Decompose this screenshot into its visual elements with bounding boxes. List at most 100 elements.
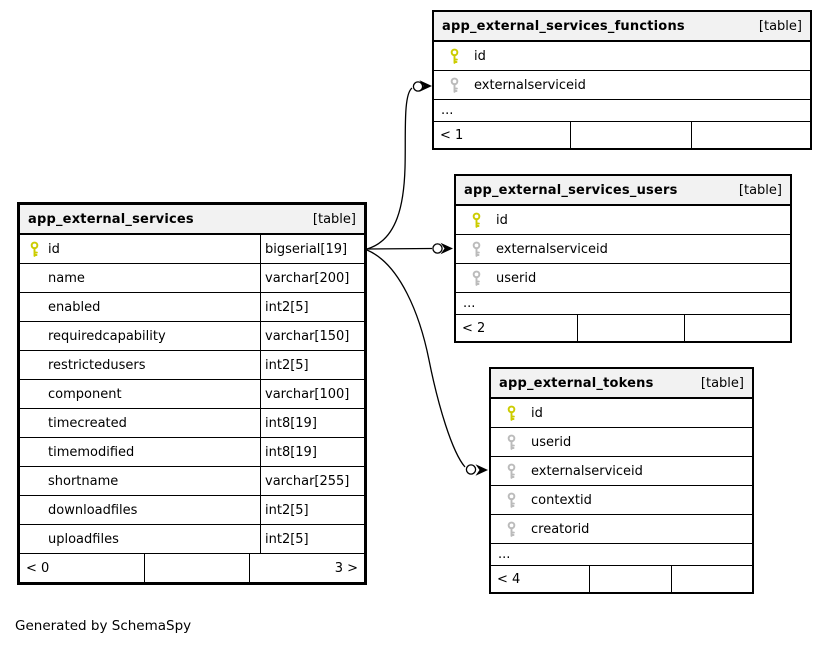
column-row-externalserviceid: externalserviceid xyxy=(491,457,752,486)
column-row-restrictedusers: restrictedusers int2[5] xyxy=(20,351,364,380)
column-name: restrictedusers xyxy=(48,357,146,373)
table-footer: < 0 3 > xyxy=(20,554,364,582)
foreign-key-icon xyxy=(462,241,490,258)
column-row-enabled: enabled int2[5] xyxy=(20,293,364,322)
column-row-contextid: contextid xyxy=(491,486,752,515)
table-header: app_external_services_users [table] xyxy=(456,176,790,206)
primary-key-icon xyxy=(462,212,490,229)
column-name: component xyxy=(48,386,122,402)
relationship-services-users xyxy=(366,242,453,255)
table-header: app_external_services_functions [table] xyxy=(434,12,810,42)
column-type: int2[5] xyxy=(260,496,364,524)
column-type: int2[5] xyxy=(260,525,364,553)
column-row-creatorid: creatorid xyxy=(491,515,752,544)
column-name: name xyxy=(48,270,85,286)
table-footer: < 1 xyxy=(434,122,810,148)
column-row-userid: userid xyxy=(491,428,752,457)
column-type: int2[5] xyxy=(260,293,364,321)
column-name: contextid xyxy=(531,492,592,508)
table-type-badge: [table] xyxy=(312,211,356,227)
column-name: externalserviceid xyxy=(474,77,586,93)
column-name: uploadfiles xyxy=(48,531,119,547)
column-name: userid xyxy=(496,270,537,286)
column-name: downloadfiles xyxy=(48,502,138,518)
column-name: id xyxy=(531,405,543,421)
primary-key-icon xyxy=(440,48,468,65)
column-name: enabled xyxy=(48,299,101,315)
table-title[interactable]: app_external_services_users xyxy=(464,182,678,198)
column-row-userid: userid xyxy=(456,264,790,293)
column-type: int8[19] xyxy=(260,438,364,466)
column-row-timecreated: timecreated int8[19] xyxy=(20,409,364,438)
table-title[interactable]: app_external_tokens xyxy=(499,375,654,391)
table-footer: < 2 xyxy=(456,315,790,341)
footer-children-count: < 2 xyxy=(456,315,578,341)
table-type-badge: [table] xyxy=(738,182,782,198)
column-type: int8[19] xyxy=(260,409,364,437)
footer-children-count: < 1 xyxy=(434,122,571,148)
column-name: externalserviceid xyxy=(496,241,608,257)
column-row-timemodified: timemodified int8[19] xyxy=(20,438,364,467)
table-app-external-services-functions: app_external_services_functions [table] … xyxy=(432,10,812,150)
footer-middle-cell xyxy=(578,315,685,341)
column-type: bigserial[19] xyxy=(260,235,364,263)
relationship-services-functions xyxy=(366,80,432,250)
table-app-external-tokens: app_external_tokens [table] id userid ex… xyxy=(489,367,754,594)
column-name: timemodified xyxy=(48,444,135,460)
column-row-id: id xyxy=(456,206,790,235)
column-name: id xyxy=(474,48,486,64)
column-type: int2[5] xyxy=(260,351,364,379)
hidden-columns-ellipsis: ... xyxy=(434,100,810,122)
column-name: shortname xyxy=(48,473,119,489)
primary-key-icon xyxy=(20,241,48,258)
hidden-columns-ellipsis: ... xyxy=(456,293,790,315)
column-row-id: id xyxy=(434,42,810,71)
table-type-badge: [table] xyxy=(700,375,744,391)
table-title[interactable]: app_external_services xyxy=(28,211,194,227)
column-type: varchar[100] xyxy=(260,380,364,408)
footer-right-cell xyxy=(685,315,790,341)
table-type-badge: [table] xyxy=(758,18,802,34)
footer-middle-cell xyxy=(145,554,250,582)
foreign-key-icon xyxy=(497,521,525,538)
column-name: creatorid xyxy=(531,521,590,537)
column-row-downloadfiles: downloadfiles int2[5] xyxy=(20,496,364,525)
footer-right-cell xyxy=(672,566,752,592)
foreign-key-icon xyxy=(440,77,468,94)
generator-credit: Generated by SchemaSpy xyxy=(15,618,192,634)
foreign-key-icon xyxy=(497,463,525,480)
column-row-component: component varchar[100] xyxy=(20,380,364,409)
footer-children-count: < 0 xyxy=(20,554,145,582)
column-row-id: id xyxy=(491,399,752,428)
footer-children-count: < 4 xyxy=(491,566,590,592)
footer-middle-cell xyxy=(590,566,672,592)
column-type: varchar[200] xyxy=(260,264,364,292)
column-name: externalserviceid xyxy=(531,463,643,479)
foreign-key-icon xyxy=(462,270,490,287)
column-row-externalserviceid: externalserviceid xyxy=(456,235,790,264)
column-row-name: name varchar[200] xyxy=(20,264,364,293)
primary-key-icon xyxy=(497,405,525,422)
column-row-requiredcapability: requiredcapability varchar[150] xyxy=(20,322,364,351)
column-type: varchar[150] xyxy=(260,322,364,350)
foreign-key-icon xyxy=(497,492,525,509)
table-app-external-services-users: app_external_services_users [table] id e… xyxy=(454,174,792,343)
footer-middle-cell xyxy=(571,122,692,148)
column-row-externalserviceid: externalserviceid xyxy=(434,71,810,100)
hidden-columns-ellipsis: ... xyxy=(491,544,752,566)
column-name: id xyxy=(48,241,60,257)
table-title[interactable]: app_external_services_functions xyxy=(442,18,685,34)
column-name: timecreated xyxy=(48,415,127,431)
footer-right-cell xyxy=(692,122,810,148)
column-name: id xyxy=(496,212,508,228)
foreign-key-icon xyxy=(497,434,525,451)
footer-parents-count: 3 > xyxy=(334,560,358,576)
table-header: app_external_services [table] xyxy=(20,205,364,235)
table-app-external-services: app_external_services [table] id bigseri… xyxy=(17,202,367,585)
table-header: app_external_tokens [table] xyxy=(491,369,752,399)
column-row-shortname: shortname varchar[255] xyxy=(20,467,364,496)
column-type: varchar[255] xyxy=(260,467,364,495)
table-footer: < 4 xyxy=(491,566,752,592)
column-row-id: id bigserial[19] xyxy=(20,235,364,264)
